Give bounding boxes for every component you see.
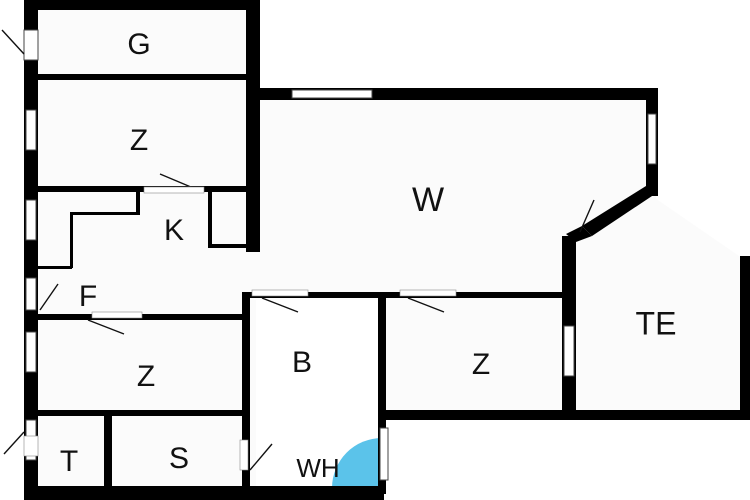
- room-label-z-bedroom-3: Z: [472, 348, 490, 381]
- doors: [1, 29, 595, 471]
- room-label-s: S: [169, 442, 189, 475]
- room-label-te: TE: [636, 305, 677, 341]
- room-label-g: G: [127, 28, 150, 61]
- room-label-z-bedroom-2: Z: [137, 360, 155, 393]
- room-label-t: T: [60, 445, 78, 478]
- wh-accent-quarter-circle: [332, 438, 382, 488]
- room-labels: G Z W K F TE Z B Z T S WH: [60, 28, 677, 483]
- room-label-z-bedroom-1: Z: [130, 124, 148, 157]
- room-label-wh: WH: [296, 453, 339, 483]
- room-label-f: F: [79, 280, 97, 313]
- room-label-b: B: [292, 346, 312, 379]
- room-label-k: K: [164, 214, 184, 247]
- floor-areas: [24, 0, 742, 500]
- room-label-w: W: [412, 181, 444, 219]
- windows: [23, 29, 657, 481]
